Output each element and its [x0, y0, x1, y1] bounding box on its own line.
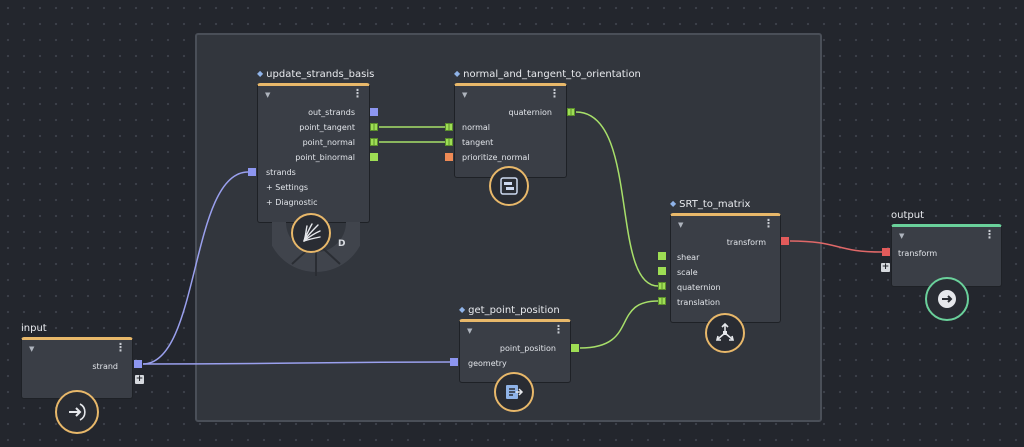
- node-title: ◆normal_and_tangent_to_orientation: [454, 69, 641, 80]
- port-dot-normal[interactable]: [445, 123, 453, 131]
- convert-glyph: [500, 177, 518, 195]
- port-point-binormal: point_binormal: [295, 153, 355, 162]
- port-shear: shear: [677, 253, 700, 262]
- transform-glyph: [715, 322, 735, 341]
- node-title: output: [891, 210, 924, 221]
- node-srt-to-matrix[interactable]: ◆SRT_to_matrix ▼ ⋮ transform shear scale…: [670, 199, 781, 323]
- node-body[interactable]: ▼ ⋮ transform: [891, 224, 1002, 287]
- node-menu-icon[interactable]: ⋮: [984, 228, 995, 241]
- port-point-tangent: point_tangent: [299, 123, 355, 132]
- pin-icon: ◆: [257, 69, 264, 78]
- node-title-text: update_strands_basis: [266, 69, 375, 80]
- port-dot-shear[interactable]: [658, 252, 666, 260]
- group-settings[interactable]: + Settings: [266, 181, 308, 195]
- port-tangent: tangent: [462, 138, 494, 147]
- add-input-button[interactable]: +: [881, 262, 890, 272]
- node-title-text: normal_and_tangent_to_orientation: [463, 69, 641, 80]
- node-title-text: SRT_to_matrix: [679, 199, 751, 210]
- node-input[interactable]: input ▼ ⋮ strand: [21, 323, 133, 399]
- input-arrow-glyph: [69, 403, 86, 421]
- port-point-position: point_position: [499, 344, 556, 353]
- port-point-normal: point_normal: [302, 138, 355, 147]
- collapse-toggle[interactable]: ▼: [899, 232, 905, 240]
- port-dot-geometry[interactable]: [450, 358, 458, 366]
- port-strand: strand: [92, 362, 118, 371]
- node-menu-icon[interactable]: ⋮: [763, 217, 774, 230]
- node-menu-icon[interactable]: ⋮: [549, 87, 560, 100]
- port-prioritize-normal: prioritize_normal: [462, 153, 530, 162]
- port-dot-point-tangent[interactable]: [370, 123, 378, 131]
- node-title-text: output: [891, 210, 924, 221]
- pin-icon: ◆: [454, 69, 461, 78]
- list-arrow-icon[interactable]: [494, 372, 534, 412]
- node-body[interactable]: ▼ ⋮ transform shear scale quaternion tra…: [670, 213, 781, 323]
- node-body[interactable]: ▼ ⋮ quaternion normal tangent prioritize…: [454, 83, 567, 178]
- port-translation: translation: [677, 298, 721, 307]
- port-dot-out-strands[interactable]: [370, 108, 378, 116]
- port-quaternion-in: quaternion: [677, 283, 721, 292]
- diagnostic-badge: D: [338, 239, 346, 249]
- port-dot-prioritize-normal[interactable]: [445, 153, 453, 161]
- node-title: ◆update_strands_basis: [257, 69, 374, 80]
- port-dot-scale[interactable]: [658, 267, 666, 275]
- node-title: input: [21, 323, 47, 334]
- node-menu-icon[interactable]: ⋮: [553, 323, 564, 336]
- node-menu-icon[interactable]: ⋮: [352, 87, 363, 100]
- strand-fan-icon[interactable]: [291, 213, 331, 253]
- port-out-strands: out_strands: [308, 108, 355, 117]
- output-arrow-icon[interactable]: [925, 277, 969, 321]
- port-normal: normal: [462, 123, 491, 132]
- group-settings-label: Settings: [275, 183, 309, 192]
- group-diagnostic[interactable]: + Diagnostic: [266, 196, 318, 210]
- plus-icon: +: [266, 198, 273, 207]
- port-geometry: geometry: [468, 359, 507, 368]
- collapse-toggle[interactable]: ▼: [29, 345, 35, 353]
- collapse-toggle[interactable]: ▼: [462, 91, 468, 99]
- node-body[interactable]: ▼ ⋮ out_strands point_tangent point_norm…: [257, 83, 370, 223]
- port-dot-quaternion-in[interactable]: [658, 282, 666, 290]
- convert-node-icon[interactable]: [489, 166, 529, 206]
- port-dot-strand[interactable]: [134, 360, 142, 368]
- list-arrow-glyph: [506, 385, 524, 399]
- strand-fan-glyph: [303, 223, 321, 242]
- collapse-toggle[interactable]: ▼: [265, 91, 271, 99]
- group-diagnostic-label: Diagnostic: [275, 198, 318, 207]
- port-dot-point-normal[interactable]: [370, 138, 378, 146]
- port-dot-transform-in[interactable]: [882, 248, 890, 256]
- plus-icon: +: [266, 183, 273, 192]
- port-scale: scale: [677, 268, 698, 277]
- node-title: ◆get_point_position: [459, 305, 560, 316]
- add-output-button[interactable]: +: [135, 374, 144, 384]
- port-strands-label: strands: [266, 168, 296, 177]
- port-quaternion-out: quaternion: [508, 108, 552, 117]
- port-transform-in: transform: [898, 249, 938, 258]
- node-title-text: input: [21, 323, 47, 334]
- port-dot-transform-out[interactable]: [781, 237, 789, 245]
- output-arrow-glyph: [938, 290, 956, 308]
- node-title-text: get_point_position: [468, 305, 560, 316]
- node-output[interactable]: output ▼ ⋮ transform: [891, 210, 1002, 287]
- collapse-toggle[interactable]: ▼: [467, 327, 473, 335]
- input-arrow-icon[interactable]: [55, 390, 99, 434]
- port-dot-point-position[interactable]: [571, 344, 579, 352]
- collapse-toggle[interactable]: ▼: [678, 221, 684, 229]
- port-dot-translation[interactable]: [658, 297, 666, 305]
- port-dot-quaternion-out[interactable]: [567, 108, 575, 116]
- port-dot-point-binormal[interactable]: [370, 153, 378, 161]
- port-dot-tangent[interactable]: [445, 138, 453, 146]
- port-transform-out: transform: [726, 238, 766, 247]
- transform-axes-icon[interactable]: [705, 313, 745, 353]
- node-menu-icon[interactable]: ⋮: [115, 341, 126, 354]
- pin-icon: ◆: [459, 305, 466, 314]
- pin-icon: ◆: [670, 199, 677, 208]
- node-title: ◆SRT_to_matrix: [670, 199, 750, 210]
- node-normal-and-tangent-to-orientation[interactable]: ◆normal_and_tangent_to_orientation ▼ ⋮ q…: [454, 69, 641, 178]
- node-body[interactable]: ▼ ⋮ strand: [21, 337, 133, 399]
- node-update-strands-basis[interactable]: ◆update_strands_basis ▼ ⋮ out_strands po…: [257, 69, 374, 223]
- port-dot-strands-in[interactable]: [248, 168, 256, 176]
